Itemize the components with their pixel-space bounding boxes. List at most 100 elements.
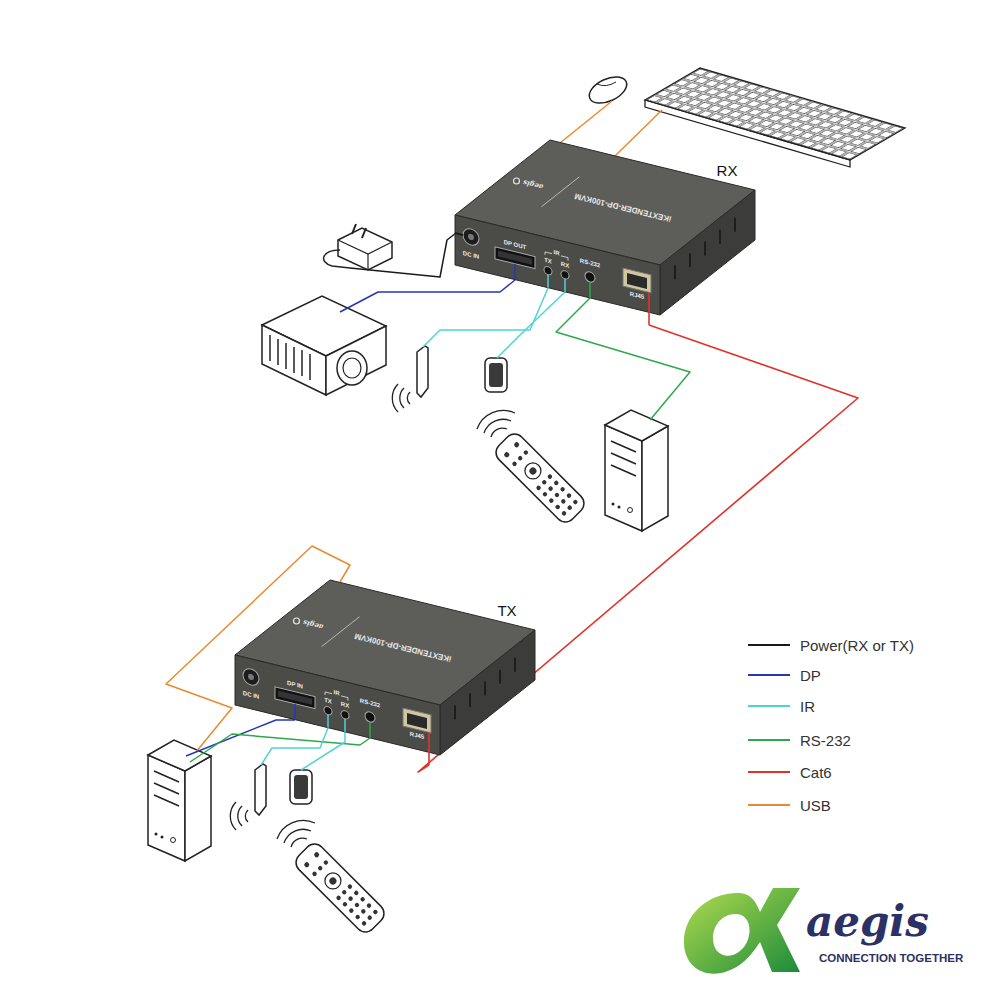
pc-tower-illustration xyxy=(148,740,211,861)
pc-tower-illustration xyxy=(605,425,642,531)
remote-illustration xyxy=(292,840,388,936)
remote-illustration xyxy=(372,909,378,915)
ir-receiver-illustration xyxy=(294,775,308,799)
remote-illustration xyxy=(554,492,560,498)
legend-swatch xyxy=(748,739,790,741)
remote-illustration xyxy=(535,485,541,491)
remote-illustration xyxy=(360,908,366,914)
projector-illustration xyxy=(269,335,271,361)
ir-receiver-illustration xyxy=(489,363,503,387)
logo-glyph xyxy=(514,178,520,184)
power-adapter-illustration xyxy=(324,224,392,270)
remote-illustration xyxy=(541,479,547,485)
pc-tower-illustration xyxy=(155,833,158,836)
housing-side xyxy=(440,630,535,755)
remote-illustration xyxy=(317,865,323,871)
pc-tower-illustration xyxy=(171,838,176,843)
pc-tower-illustration xyxy=(185,756,211,861)
pc-tower-illustration xyxy=(161,836,164,839)
unit-heading: RX xyxy=(717,162,738,179)
remote-illustration xyxy=(542,491,548,497)
vent-slot xyxy=(499,670,501,684)
ir-jack xyxy=(561,270,569,280)
legend-text: IR xyxy=(800,698,815,715)
power-adapter-illustration xyxy=(338,228,392,270)
power-adapter-illustration xyxy=(338,240,392,254)
remote-illustration xyxy=(561,510,567,516)
port-label: RX xyxy=(341,701,349,709)
cable-stub xyxy=(547,275,549,288)
remote-illustration xyxy=(555,504,561,510)
cable-stub xyxy=(428,732,430,765)
remote-illustration xyxy=(553,480,559,486)
signal-wires xyxy=(350,233,456,277)
legend-row: IR xyxy=(748,697,988,715)
mouse-illustration xyxy=(597,82,616,86)
pc-tower-illustration xyxy=(154,771,179,782)
remote-illustration xyxy=(311,871,317,877)
front-panel xyxy=(243,667,431,753)
remote-illustration xyxy=(492,430,588,526)
remote-illustration xyxy=(335,895,341,901)
legend-swatch xyxy=(748,674,790,676)
remote-illustration xyxy=(528,466,538,476)
separator-line xyxy=(322,617,360,647)
vent-slot xyxy=(704,241,706,255)
pc-tower-illustration xyxy=(154,783,179,794)
remote-illustration xyxy=(366,903,372,909)
ir-emitter-illustration xyxy=(417,346,428,397)
mouse-illustration xyxy=(585,72,631,109)
legend-text: DP xyxy=(800,667,821,684)
dc-jack xyxy=(463,227,479,247)
legend-text: Cat6 xyxy=(800,764,832,781)
keyboard-illustration xyxy=(645,68,905,167)
port-label: RS-232 xyxy=(360,697,380,708)
dc-jack xyxy=(243,667,259,687)
logo-mark xyxy=(684,888,800,974)
vent-slot xyxy=(514,658,516,672)
projector-illustration xyxy=(326,326,386,395)
extender-housing xyxy=(450,130,765,325)
ir-receiver-illustration xyxy=(290,770,312,804)
legend-text: Power(RX or TX) xyxy=(800,637,914,654)
cable-stub xyxy=(564,279,566,292)
port-label: DP IN xyxy=(287,680,303,690)
remote-illustration xyxy=(360,896,366,902)
signal-wires xyxy=(560,101,612,143)
projector-illustration xyxy=(343,358,361,378)
vent-slot xyxy=(719,230,721,244)
legend-text: RS-232 xyxy=(800,732,851,749)
rs232-jack xyxy=(585,271,595,283)
port-label: DC IN xyxy=(243,690,259,700)
cable-stub xyxy=(294,704,296,720)
signal-wires xyxy=(166,101,690,770)
remote-illustration xyxy=(322,870,345,893)
legend-row: DP xyxy=(748,666,988,684)
cat6-cable xyxy=(418,325,858,772)
port-label: RJ45 xyxy=(410,731,424,741)
pc-tower-illustration xyxy=(605,410,668,441)
remote-illustration xyxy=(517,455,523,461)
projector-illustration xyxy=(285,343,287,369)
dp-port xyxy=(278,690,312,704)
housing-front xyxy=(235,655,440,755)
remote-illustration xyxy=(492,430,588,526)
housing-front xyxy=(455,215,660,315)
remote-illustration xyxy=(313,851,320,858)
pc-tower-illustration xyxy=(642,426,668,531)
keyboard-illustration xyxy=(645,68,905,160)
ir-emitter-illustration xyxy=(392,346,428,412)
remote-illustration xyxy=(548,498,554,504)
remote-illustration xyxy=(348,908,354,914)
port-label: IR xyxy=(554,249,560,256)
projector-illustration xyxy=(293,347,295,373)
power-adapter-illustration xyxy=(324,250,350,268)
ir-jack xyxy=(324,706,332,716)
logo-tagline: CONNECTION TOGETHER xyxy=(819,952,963,964)
pc-tower-illustration xyxy=(611,453,636,464)
remote-illustration xyxy=(547,485,553,491)
remote-illustration xyxy=(328,876,338,886)
cable-stub xyxy=(327,715,329,728)
mouse-illustration xyxy=(585,72,631,109)
